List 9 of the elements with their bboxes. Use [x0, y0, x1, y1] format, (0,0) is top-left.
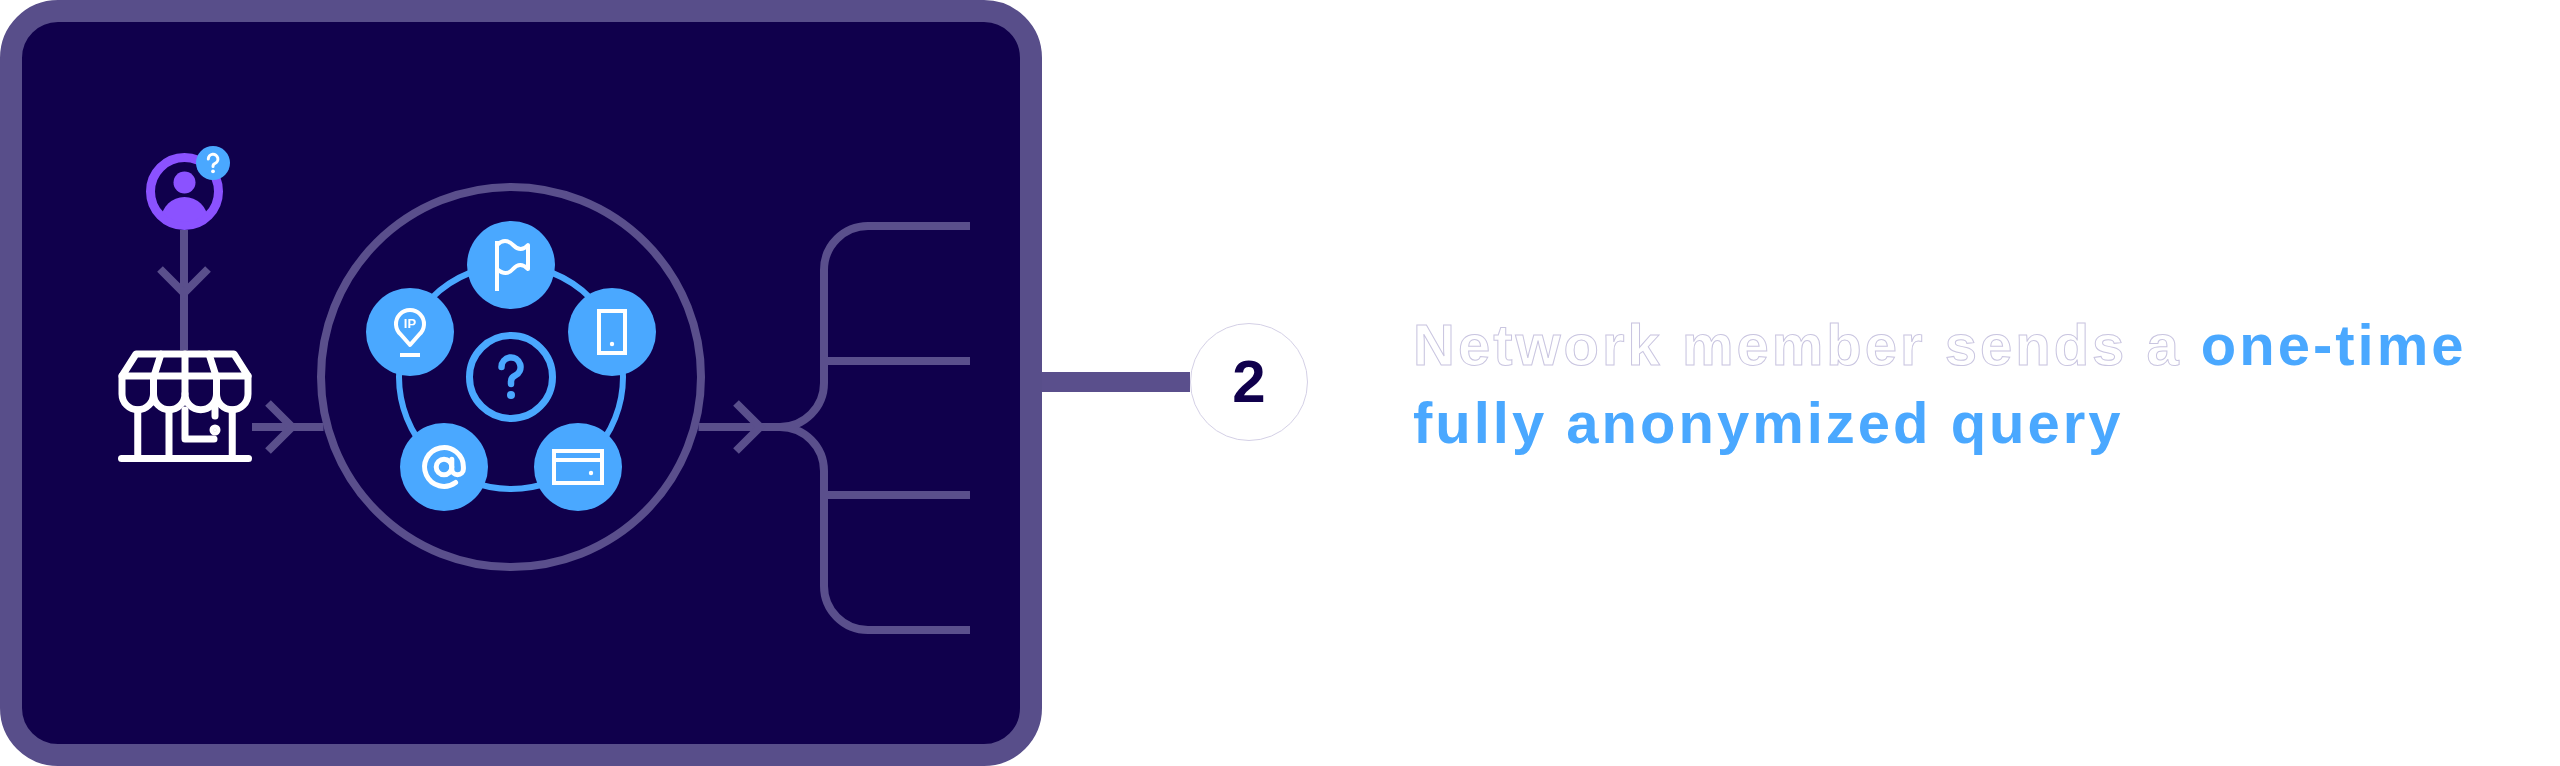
step-number: 2: [1232, 352, 1266, 412]
step-description: Network member sends a one-time fully anonymized query: [1413, 311, 2468, 457]
user-question-icon: [146, 146, 230, 230]
panel: [0, 0, 1042, 766]
pin-label: IP: [403, 316, 417, 330]
arrow: [698, 399, 764, 455]
store-icon: [118, 350, 252, 463]
network-circle: [317, 183, 705, 571]
connector-line: [1042, 372, 1190, 392]
